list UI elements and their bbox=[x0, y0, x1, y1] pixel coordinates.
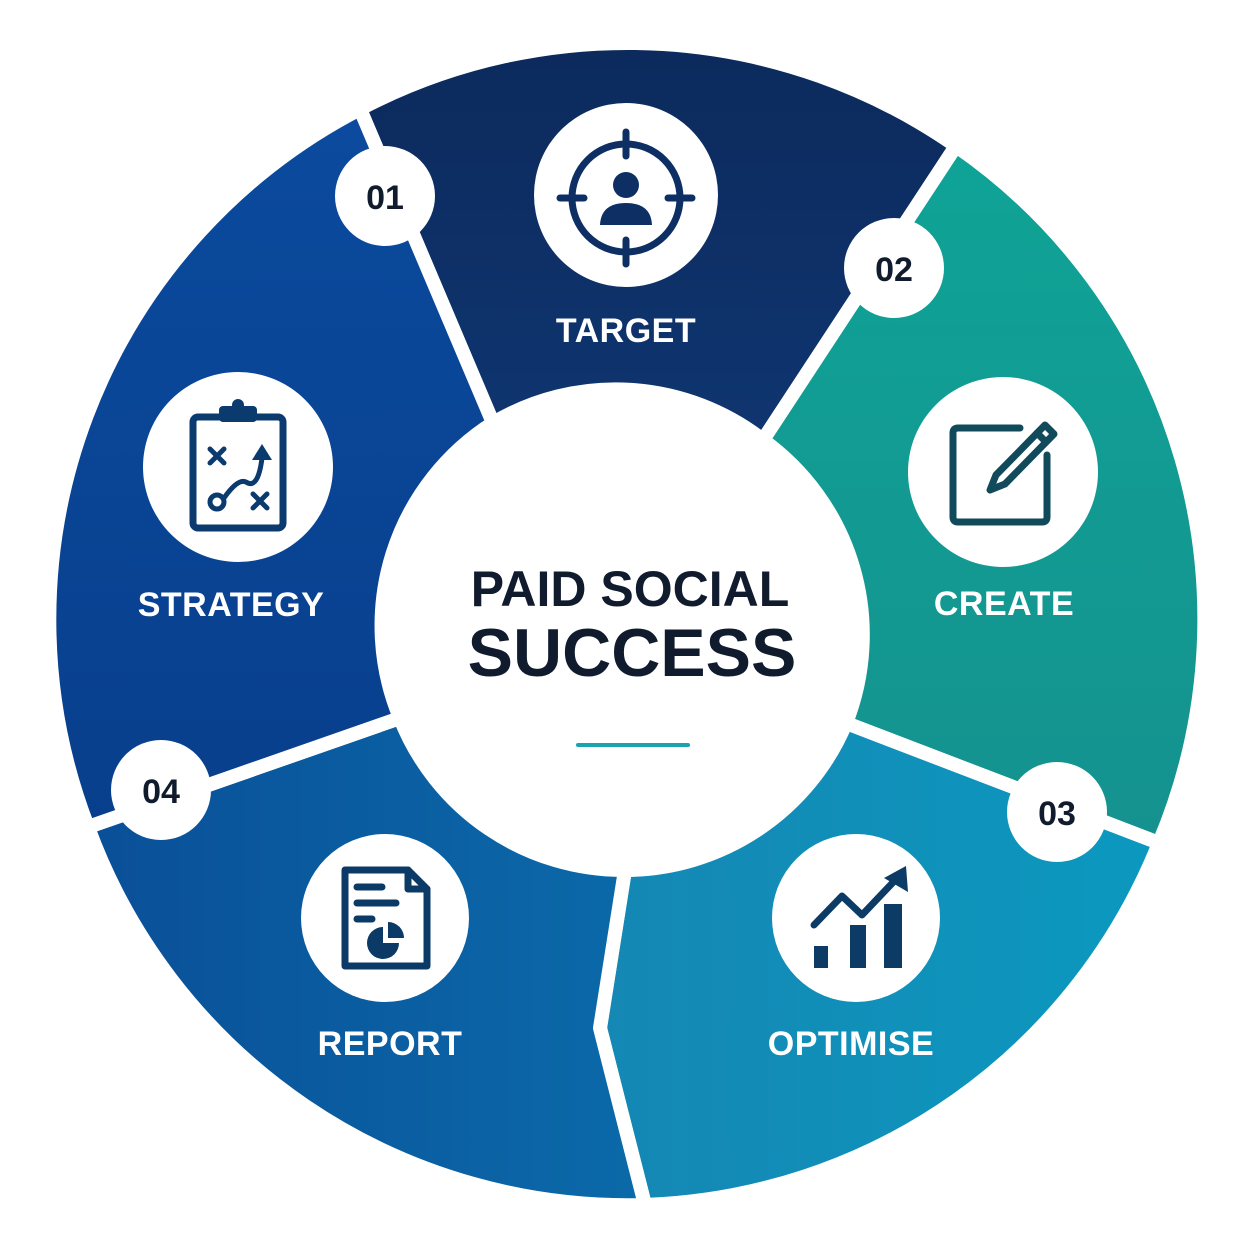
step-badge-01: 01 bbox=[335, 146, 435, 246]
strategy-label: STRATEGY bbox=[138, 586, 325, 624]
optimise-label: OPTIMISE bbox=[768, 1025, 934, 1063]
step-badge-03: 03 bbox=[1007, 762, 1107, 862]
center-title-line2: SUCCESS bbox=[468, 615, 797, 691]
create-group: CREATE bbox=[908, 377, 1098, 623]
step-badge-02: 02 bbox=[844, 218, 944, 318]
edit-pencil-icon bbox=[949, 421, 1058, 526]
strategy-group: STRATEGY bbox=[138, 372, 333, 624]
report-group: REPORT bbox=[301, 834, 469, 1063]
step-number-02: 02 bbox=[875, 251, 913, 289]
growth-chart-icon bbox=[810, 866, 908, 968]
report-icon-circle bbox=[301, 834, 469, 1002]
center-circle bbox=[391, 396, 859, 864]
strategy-clipboard-icon bbox=[189, 399, 287, 532]
optimise-icon-circle bbox=[772, 834, 940, 1002]
report-label: REPORT bbox=[318, 1025, 463, 1063]
step-number-01: 01 bbox=[366, 179, 404, 217]
step-badge-04: 04 bbox=[111, 740, 211, 840]
target-label: TARGET bbox=[556, 312, 696, 350]
center-title-line1: PAID SOCIAL bbox=[471, 561, 790, 617]
create-label: CREATE bbox=[934, 585, 1074, 623]
optimise-group: OPTIMISE bbox=[768, 834, 940, 1063]
step-number-03: 03 bbox=[1038, 795, 1076, 833]
step-number-04: 04 bbox=[142, 773, 180, 811]
target-group: TARGET bbox=[534, 103, 718, 350]
target-user-icon bbox=[556, 128, 696, 268]
report-document-icon bbox=[341, 866, 431, 970]
